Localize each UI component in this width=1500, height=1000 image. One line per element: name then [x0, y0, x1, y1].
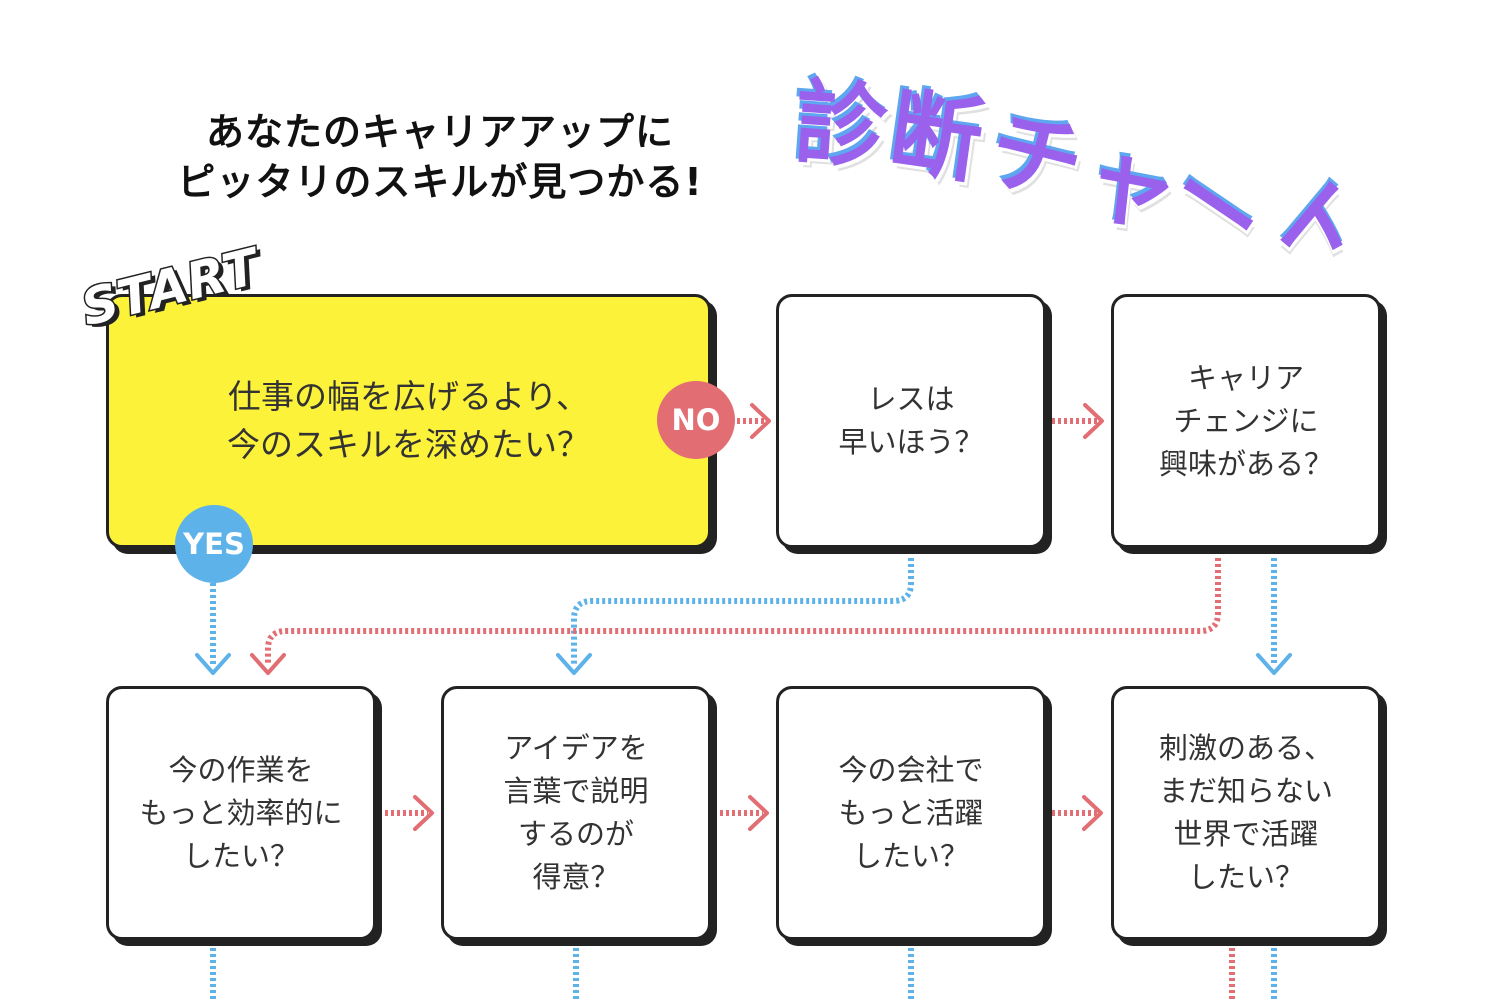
- question-text-7: 刺激のある、 まだ知らない 世界で活躍 したい？: [1158, 731, 1333, 894]
- arrowhead-q5-q6: [748, 795, 769, 831]
- arrowhead-q3-q7: [1256, 653, 1292, 675]
- question-text-1: 仕事の幅を広げるより、 今のスキルを深めたい？: [227, 377, 590, 464]
- question-box-7: 刺激のある、 まだ知らない 世界で活躍 したい？: [1111, 686, 1381, 940]
- question-text-5: アイデアを 言葉で説明 するのが 得意？: [503, 731, 649, 894]
- yes-badge: YES: [175, 505, 253, 583]
- headline-line-1: あなたのキャリアアップに: [205, 110, 674, 154]
- question-box-2: レスは 早いほう？: [776, 294, 1046, 548]
- arrowhead-q3-q4: [250, 653, 286, 675]
- question-box-4: 今の作業を もっと効率的に したい？: [106, 686, 376, 940]
- question-text-6: 今の会社で もっと活躍 したい？: [838, 752, 984, 873]
- arrow-q3-q4-line: [265, 558, 1221, 665]
- arrowhead-q2-q5: [556, 653, 592, 675]
- question-text-4: 今の作業を もっと効率的に したい？: [139, 752, 343, 873]
- question-box-5: アイデアを 言葉で説明 するのが 得意？: [441, 686, 711, 940]
- question-box-3: キャリア チェンジに 興味がある？: [1111, 294, 1381, 548]
- arrowhead-q6-q7: [1082, 795, 1103, 831]
- arrow-q2-q5-line: [571, 558, 914, 665]
- arrowhead-q1-no: [750, 403, 771, 439]
- question-text-3: キャリア チェンジに 興味がある？: [1158, 360, 1333, 481]
- headline-line-2: ピッタリのスキルが見つかる!: [177, 160, 703, 204]
- arrowhead-q1-yes: [195, 653, 231, 675]
- arrowhead-q2-q3: [1083, 403, 1104, 439]
- question-text-2: レスは 早いほう？: [838, 382, 984, 459]
- question-box-6: 今の会社で もっと活躍 したい？: [776, 686, 1046, 940]
- no-badge: NO: [657, 381, 735, 459]
- arrowhead-q4-q5: [413, 795, 434, 831]
